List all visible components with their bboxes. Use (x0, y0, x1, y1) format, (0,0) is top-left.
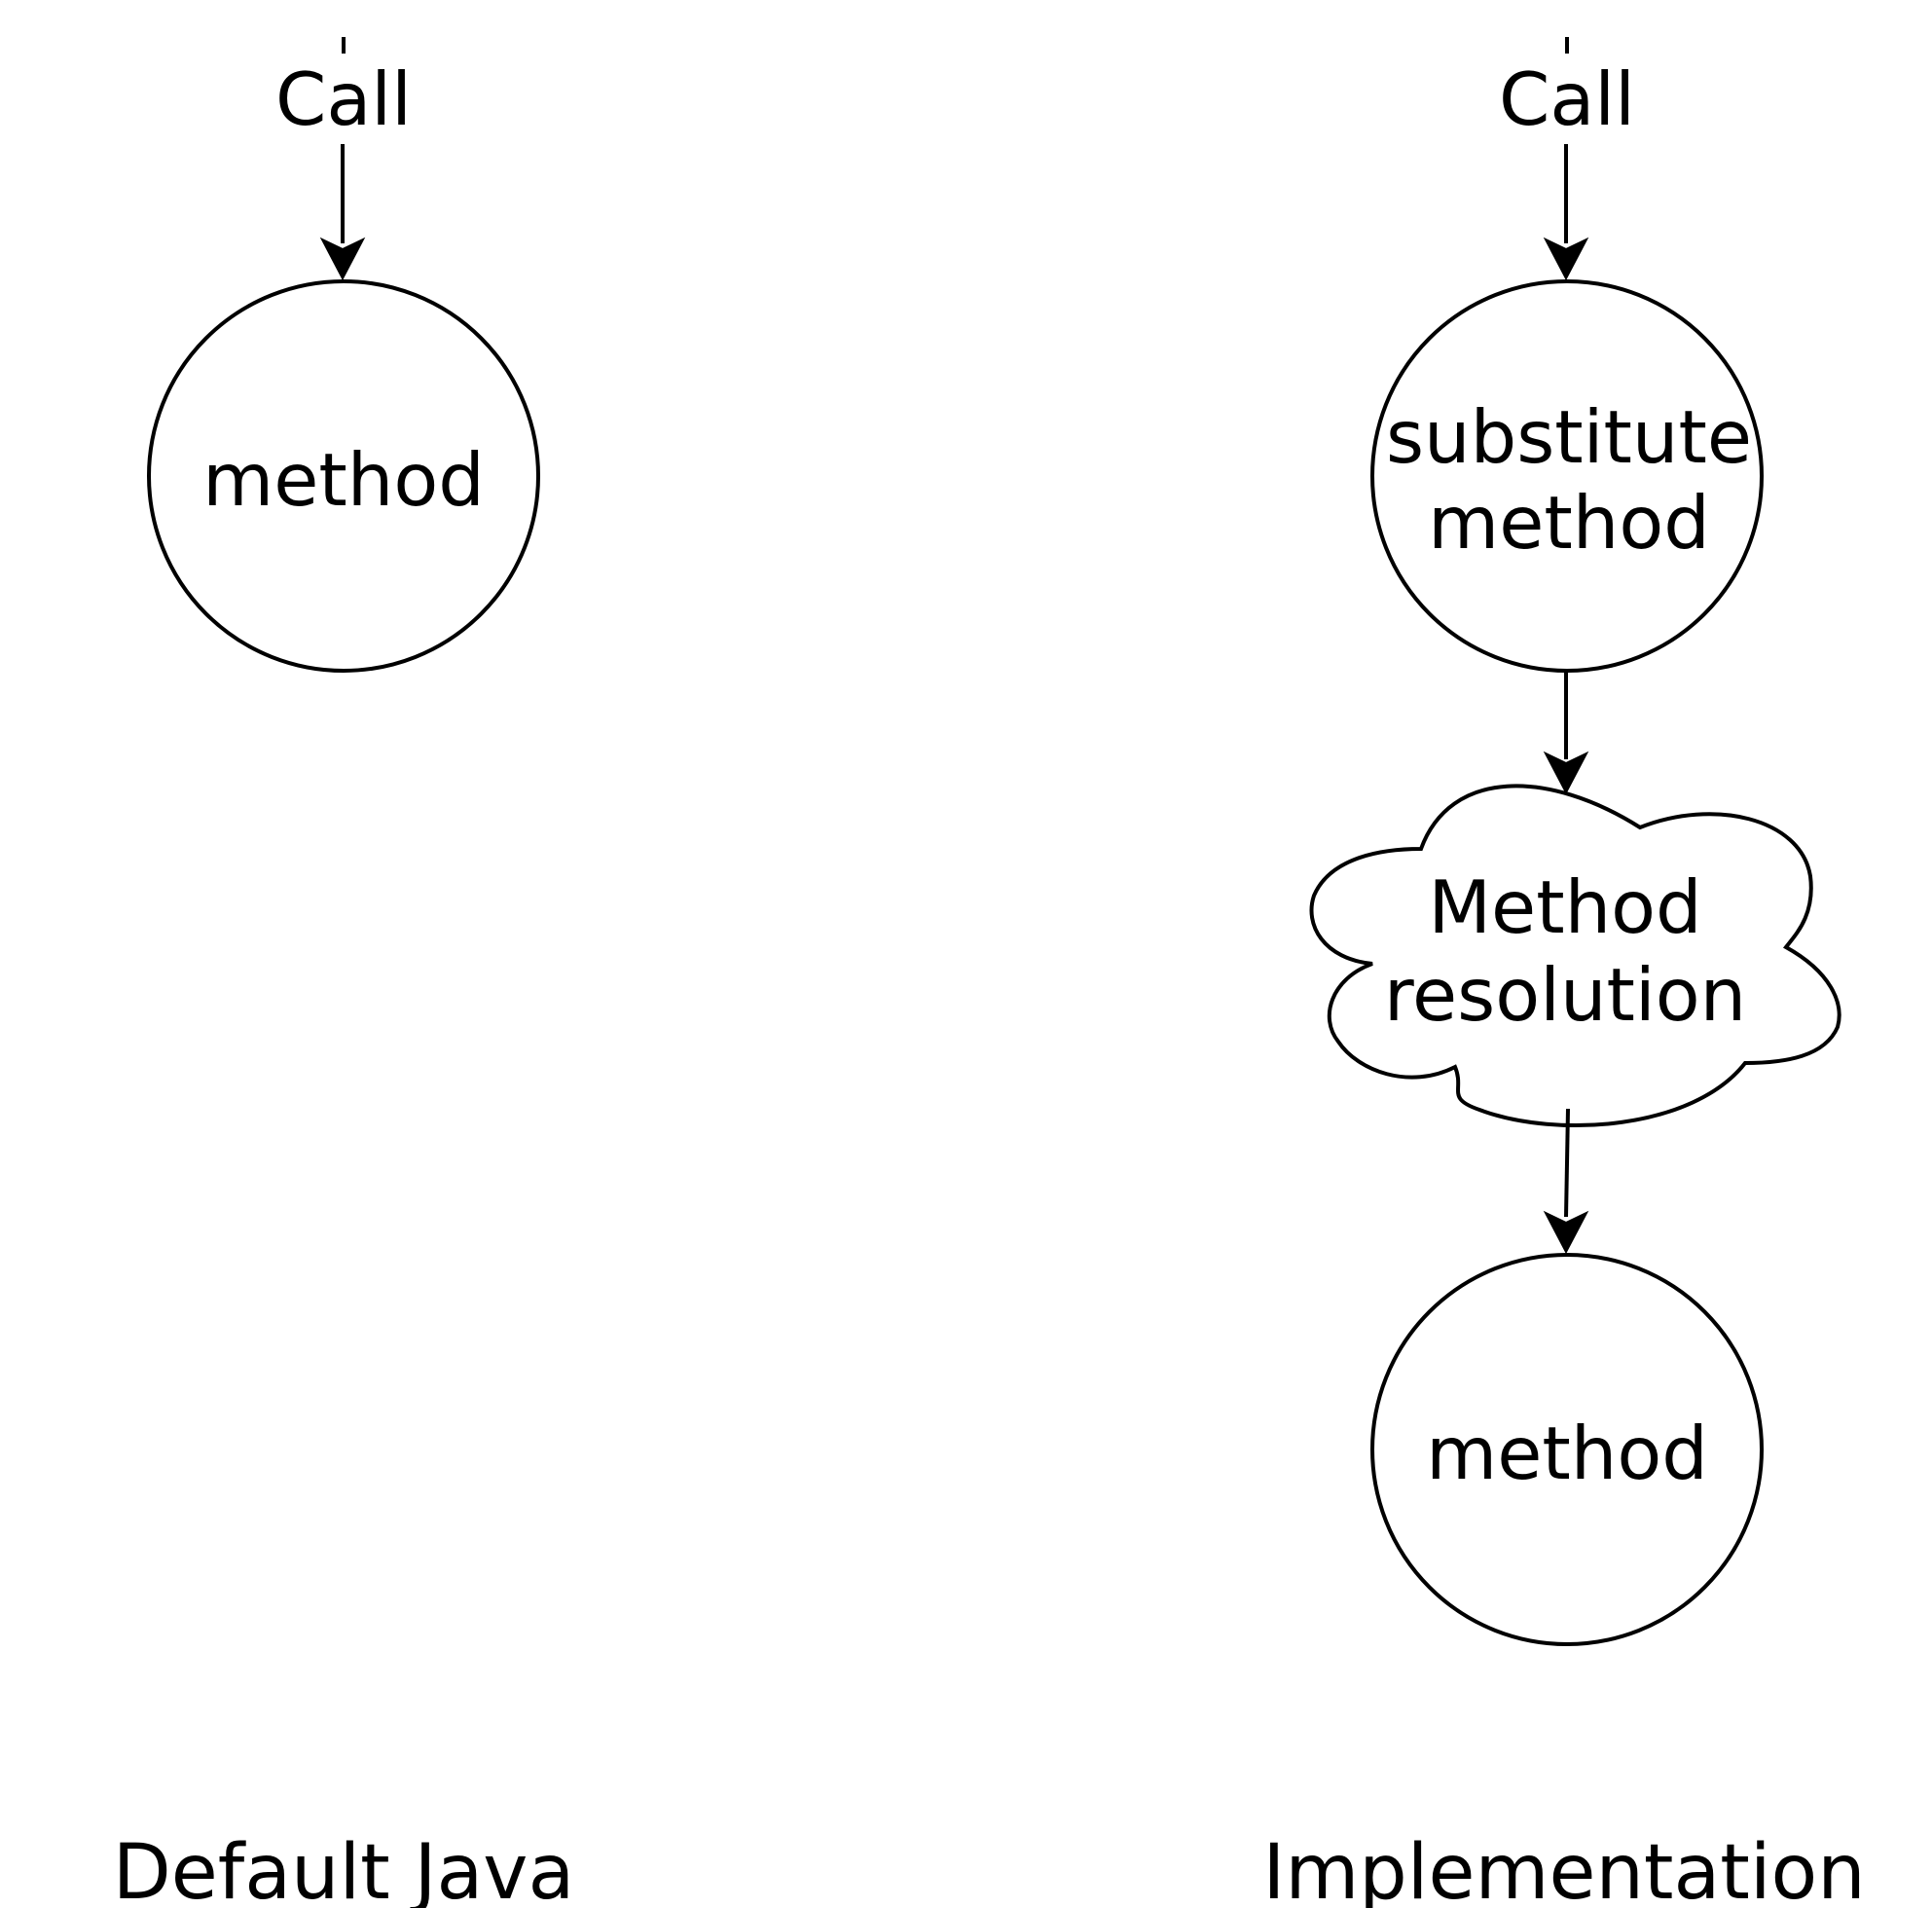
resolution-label-line-2: resolution (1384, 952, 1746, 1038)
arrowhead-call-to-method-left (319, 237, 366, 281)
caption-implementation: Implementation (1262, 1829, 1865, 1908)
method-label-right: method (1426, 1411, 1708, 1496)
call-label-right: Call (1499, 56, 1635, 142)
method-node-right (1370, 1253, 1764, 1646)
arrowhead-resolution-to-method (1543, 1210, 1589, 1255)
substitute-label-line-2: method (1428, 480, 1710, 566)
default-java-flow: Call method (147, 37, 540, 673)
caption-default-java: Default Java (113, 1829, 575, 1908)
method-node-left (147, 279, 540, 673)
method-resolution-cloud (1309, 784, 1841, 1127)
substitute-method-node (1370, 279, 1764, 673)
arrow-resolution-to-method (1564, 1108, 1570, 1218)
resolution-label-line-1: Method (1428, 864, 1701, 950)
arrowhead-call-to-substitute (1543, 237, 1589, 281)
call-label-left: Call (275, 56, 412, 142)
implementation-flow: Call substitute method Method resolution… (1309, 37, 1841, 1646)
arrowhead-substitute-to-resolution (1543, 751, 1589, 795)
method-label-left: method (202, 437, 485, 523)
substitute-label-line-1: substitute (1386, 394, 1752, 480)
